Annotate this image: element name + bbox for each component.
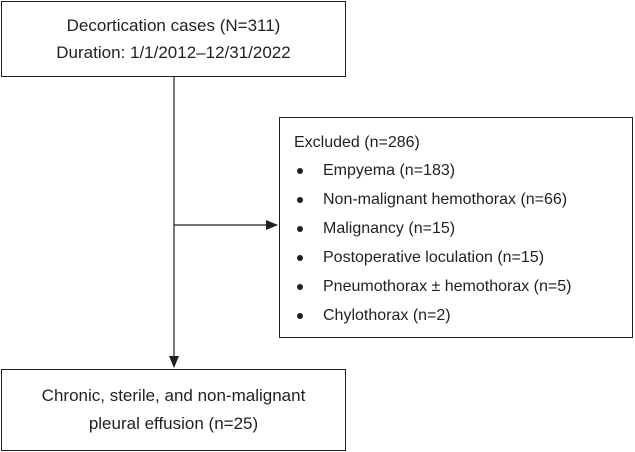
- final-cohort-text-line1: Chronic, sterile, and non-malignant: [41, 386, 306, 405]
- excluded-item-label: Malignancy (n=15): [323, 220, 456, 237]
- bullet-icon: [297, 284, 303, 290]
- excluded-item-label: Chylothorax (n=2): [323, 307, 451, 324]
- excluded-box: Excluded (n=286) Empyema (n=183) Non-mal…: [279, 117, 633, 338]
- bullet-icon: [297, 168, 303, 174]
- cohort-duration-text: Duration: 1/1/2012–12/31/2022: [56, 43, 291, 62]
- excluded-item-label: Non-malignant hemothorax (n=66): [323, 191, 568, 208]
- excluded-item-label: Empyema (n=183): [323, 162, 456, 179]
- bullet-icon: [297, 313, 303, 319]
- excluded-item-label: Postoperative loculation (n=15): [323, 249, 545, 266]
- final-cohort-box: Chronic, sterile, and non-malignant pleu…: [1, 369, 346, 451]
- final-cohort-text-line2: pleural effusion (n=25): [88, 414, 259, 433]
- excluded-item-malignancy: Malignancy (n=15): [294, 214, 632, 243]
- excluded-list: Empyema (n=183) Non-malignant hemothorax…: [294, 156, 632, 330]
- cohort-box: Decortication cases (N=311) Duration: 1/…: [1, 1, 346, 77]
- excluded-item-pneumothorax: Pneumothorax ± hemothorax (n=5): [294, 272, 632, 301]
- excluded-item-chylothorax: Chylothorax (n=2): [294, 301, 632, 330]
- excluded-heading: Excluded (n=286): [294, 134, 420, 151]
- excluded-item-empyema: Empyema (n=183): [294, 156, 632, 185]
- bullet-icon: [297, 255, 303, 261]
- cohort-count-text: Decortication cases (N=311): [66, 16, 281, 35]
- excluded-item-label: Pneumothorax ± hemothorax (n=5): [323, 278, 572, 295]
- bullet-icon: [297, 226, 303, 232]
- excluded-item-postoperative: Postoperative loculation (n=15): [294, 243, 632, 272]
- bullet-icon: [297, 197, 303, 203]
- excluded-item-hemothorax: Non-malignant hemothorax (n=66): [294, 185, 632, 214]
